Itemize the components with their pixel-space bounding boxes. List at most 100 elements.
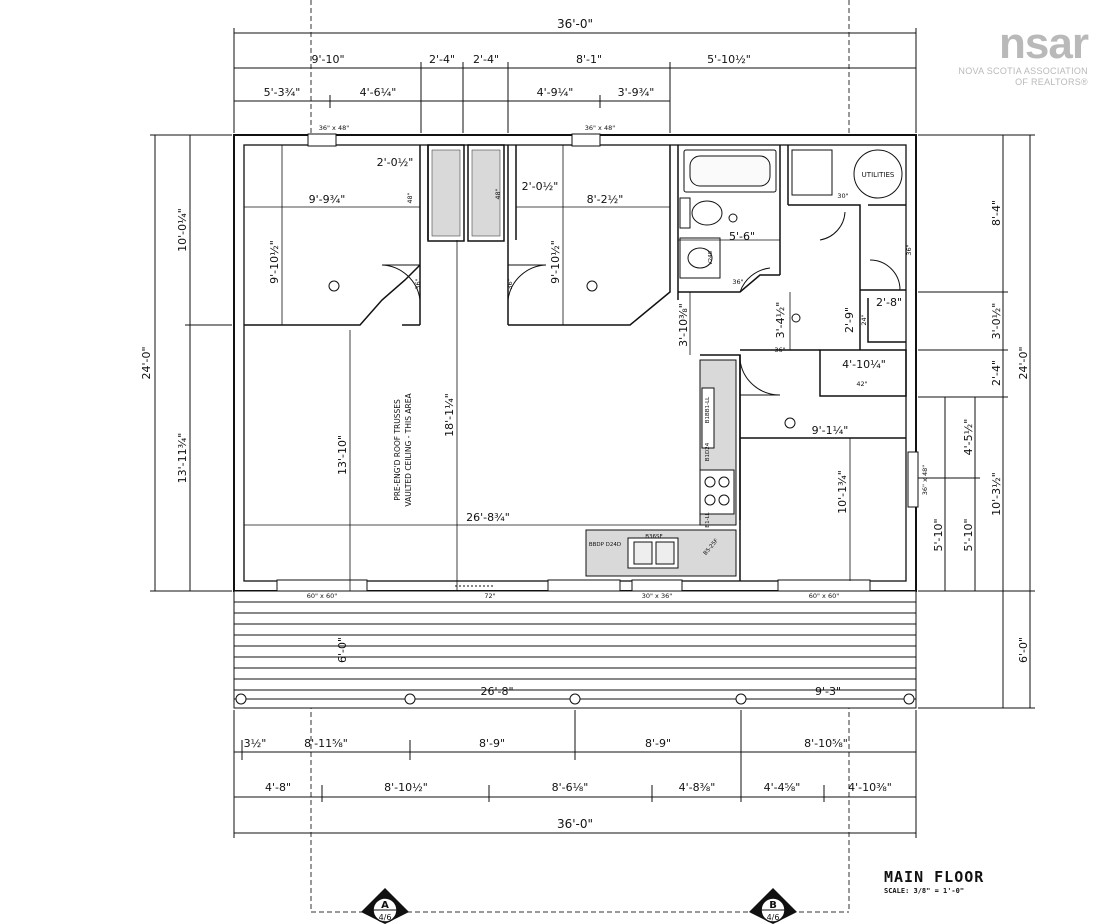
left-dimension-text: 24'-0" 10'-0¼" 13'-11¾" [140, 208, 189, 483]
window-bottom-mid: 30" x 36" [642, 592, 673, 600]
section-b-letter: B [769, 900, 777, 911]
section-a-sheet: 4/6 [379, 913, 392, 922]
door-36-d: 36" [905, 244, 913, 255]
window-bottom-right: 60" x 60" [809, 592, 840, 600]
door-swings [381, 211, 901, 396]
closet-shelving [431, 149, 501, 237]
dim-bot-r2-1: 8'-10½" [384, 781, 428, 794]
dim-top-r2-2: 4'-9¼" [537, 86, 574, 99]
great-room-depth2: 18'-1¼" [443, 393, 456, 437]
opening-text: 36" x 48" 36" x 48" 36" x 48" 60" x 60" … [307, 124, 929, 600]
vault-note-1: PRE-ENG'D ROOF TRUSSES [393, 399, 402, 501]
bed1-depth: 9'-10½" [268, 240, 281, 284]
door-24: 24" [860, 314, 868, 325]
dim-top-overall: 36'-0" [557, 17, 593, 31]
kitchen-counter [585, 359, 737, 577]
closet-width: 2'-0½" [377, 156, 414, 169]
dim-top-r1-1: 2'-4" [429, 53, 455, 66]
nsar-logo: nsar NOVA SCOTIA ASSOCIATION OF REALTORS… [938, 19, 1089, 88]
dim-right-inner-3: 4'-5½" [962, 419, 975, 456]
drawing-title-block: MAIN FLOOR SCALE: 3/8" = 1'-0" [884, 868, 984, 895]
logo-association: NOVA SCOTIA ASSOCIATION [958, 66, 1088, 76]
closet-48-a: 48" [406, 192, 414, 203]
door-36-b: 36" [506, 278, 514, 289]
dim-top-r2-3: 3'-9¾" [618, 86, 655, 99]
bed2-width: 8'-2½" [587, 193, 624, 206]
dim-bot-r1-2: 8'-9" [479, 737, 505, 750]
entry-depth: 3'-4½" [774, 302, 787, 339]
dim-bot-r2-0: 4'-8" [265, 781, 291, 794]
bottom-dimension-text: 3½" 8'-11⅝" 8'-9" 8'-9" 8'-10⅝" 4'-8" 8'… [244, 737, 892, 831]
door-36-a: 36" [414, 278, 422, 289]
bottom-dimension-lines [233, 710, 917, 838]
section-marker-a: A 4/6 [361, 888, 409, 924]
bedroom3-depth: 10'-1¾" [836, 470, 849, 514]
dim-left-outer: 24'-0" [140, 346, 153, 379]
great-room-width: 26'-8¾" [466, 511, 510, 524]
windows [276, 133, 919, 593]
utilities-label: UTILITIES [862, 171, 895, 179]
dim-right-inner-0: 8'-4" [990, 200, 1003, 226]
dim-right-outer-1: 6'-0" [1017, 637, 1030, 663]
dim-bot-r1-3: 8'-9" [645, 737, 671, 750]
door-30: 30" [837, 192, 848, 200]
base-3: B1-LL [705, 511, 711, 527]
top-dimension-text: 36'-0" 9'-10" 2'-4" 2'-4" 8'-1" 5'-10½" … [264, 17, 751, 99]
logo-mark: nsar [999, 19, 1089, 68]
bedroom3-width: 9'-1¼" [812, 424, 849, 437]
window-right: 36" x 48" [921, 465, 929, 496]
dim-top-r1-0: 9'-10" [311, 53, 344, 66]
dim-bot-r2-2: 8'-6⅛" [552, 781, 589, 794]
dim-right-inner-6: 5'-10" [962, 518, 975, 551]
drawing-title: MAIN FLOOR [884, 868, 985, 886]
dim-left-inner-1: 13'-11¾" [176, 433, 189, 484]
window-top-left: 36" x 48" [319, 124, 350, 132]
dim-bot-r2-5: 4'-10⅜" [848, 781, 892, 794]
closet-small-depth: 2'-9" [843, 307, 856, 333]
laundry-width: 4'-10¼" [842, 358, 886, 371]
drawing-scale: SCALE: 3/8" = 1'-0" [884, 887, 965, 895]
logo-of-realtors: OF REALTORS® [1015, 77, 1088, 87]
interior-text: 9'-9¾" 9'-10½" 2'-0½" 2'-0½" 8'-2½" 9'-1… [268, 156, 902, 698]
dim-right-inner-4: 10'-3½" [990, 472, 1003, 516]
dim-left-inner-0: 10'-0¼" [176, 208, 189, 252]
closet2-width: 2'-0½" [522, 180, 559, 193]
door-36-e: 36" [774, 346, 785, 354]
door-bottom: 72" [484, 592, 495, 600]
dim-right-outer-0: 24'-0" [1017, 346, 1030, 379]
window-bottom-left: 60" x 60" [307, 592, 338, 600]
bath-fixtures [679, 149, 903, 279]
base-5: B36SF [645, 534, 662, 540]
dim-top-r2-1: 4'-6¼" [360, 86, 397, 99]
deck-length-2: 9'-3" [815, 685, 841, 698]
dim-bot-r2-4: 4'-4⅝" [764, 781, 801, 794]
closet-48-b: 48" [494, 188, 502, 199]
vanity: V24S [708, 250, 714, 265]
light-fixtures [328, 213, 801, 429]
base-4: BBDP D24D [589, 542, 621, 548]
deck [233, 590, 917, 709]
side-dimension-lines [150, 134, 1035, 709]
section-a-letter: A [381, 900, 389, 911]
dim-bot-r1-0: 3½" [244, 737, 267, 750]
door-42: 42" [856, 380, 867, 388]
dim-bottom-overall: 36'-0" [557, 817, 593, 831]
dim-right-inner-5: 5'-10" [932, 518, 945, 551]
section-b-sheet: 4/6 [767, 913, 780, 922]
deck-length-1: 26'-8" [480, 685, 513, 698]
dim-top-r1-2: 2'-4" [473, 53, 499, 66]
dim-bot-r1-4: 8'-10⅝" [804, 737, 848, 750]
bed2-depth: 9'-10½" [549, 240, 562, 284]
dim-right-inner-2: 2'-4" [990, 360, 1003, 386]
interior-dimension-lines [244, 145, 906, 591]
door-36-c: 36" [732, 278, 743, 286]
bed1-width: 9'-9¾" [309, 193, 346, 206]
closet-small: 2'-8" [876, 296, 902, 309]
window-top-mid: 36" x 48" [585, 124, 616, 132]
dim-top-r1-4: 5'-10½" [707, 53, 751, 66]
base-1: B1BB1-LL [705, 396, 711, 423]
base-2: B1D24 [705, 442, 711, 461]
dim-bot-r2-3: 4'-8⅜" [679, 781, 716, 794]
top-dimension-lines [233, 28, 917, 133]
